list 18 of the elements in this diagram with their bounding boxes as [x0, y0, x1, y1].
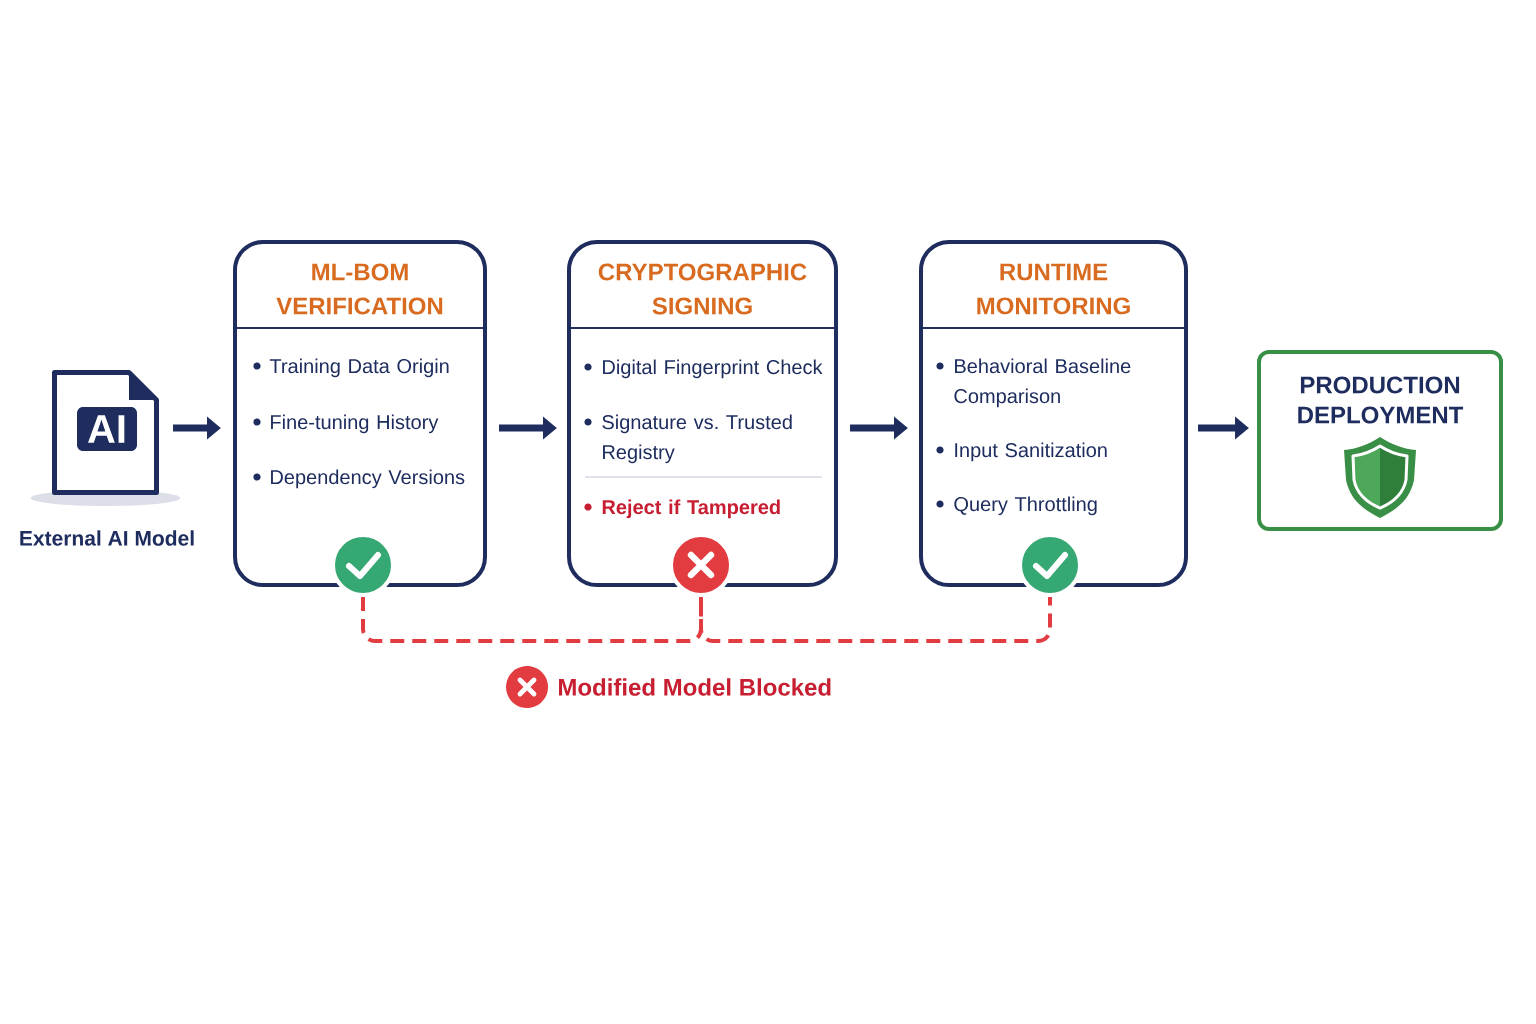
connector-line: [361, 597, 703, 643]
badge-label: AI: [77, 407, 137, 451]
bullet-text: Fine-tuning History: [271, 414, 439, 434]
card-heading: RUNTIME MONITORING: [977, 263, 1130, 315]
bullet-text: Query Throttling: [954, 496, 1097, 516]
box-heading: PRODUCTION DEPLOYMENT: [1298, 376, 1464, 424]
status-label: Modified Model Blocked: [559, 678, 831, 696]
bullet-text: Training Data Origin: [269, 358, 449, 378]
bullet-text: Reject if Tampered: [602, 499, 780, 519]
bullet-text: Behavioral Baseline Comparison: [954, 358, 1131, 408]
bullet-text: Dependency Versions: [271, 469, 465, 489]
card-heading: CRYPTOGRAPHIC SIGNING: [598, 263, 807, 315]
connector-line: [699, 597, 1052, 643]
card-heading: ML-BOM VERIFICATION: [276, 263, 443, 315]
bullet-text: Signature vs. Trusted Registry: [602, 414, 792, 464]
bullet-text: Digital Fingerprint Check: [603, 359, 823, 379]
caption-text: External AI Model: [20, 530, 194, 546]
bullet-text: Input Sanitization: [955, 442, 1107, 462]
